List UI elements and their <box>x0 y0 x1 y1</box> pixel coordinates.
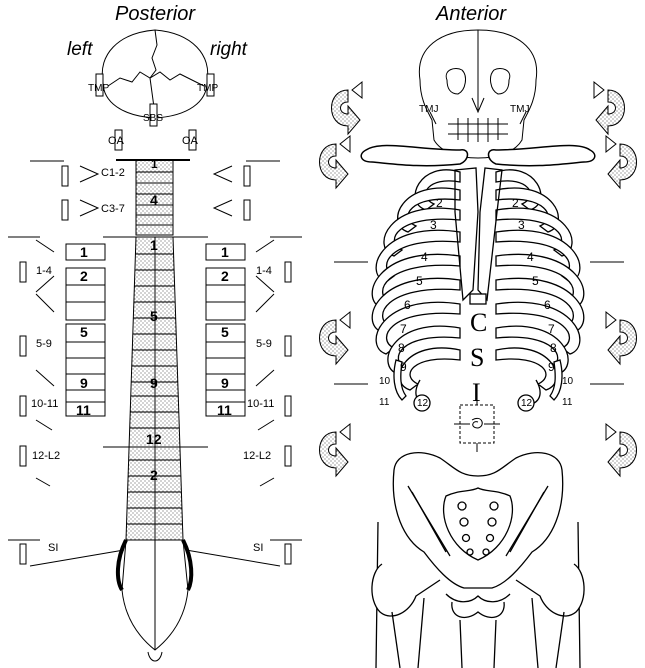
left-si-label: SI <box>48 543 58 554</box>
right-5-9-label: 5-9 <box>256 339 272 350</box>
right-side-label: right <box>210 40 247 59</box>
right-rib-1: 1 <box>221 245 229 259</box>
left-rib-number-6: 6 <box>404 299 411 311</box>
rotation-arrow-icon <box>320 312 351 364</box>
right-10-11-label: 10-11 <box>247 399 274 410</box>
csi-s: S <box>470 345 484 371</box>
right-rib-2: 2 <box>221 269 229 283</box>
right-rib-5: 5 <box>221 325 229 339</box>
rotation-arrow-icon <box>320 424 351 476</box>
right-float-12: 12 <box>521 399 532 409</box>
left-12-l2-label: 12-L2 <box>32 451 60 462</box>
tmj-left-label: TMJ <box>419 105 438 115</box>
csi-i: I <box>472 380 481 406</box>
oa-left-label: OA <box>108 136 124 147</box>
t5-number: 5 <box>150 309 158 323</box>
l2-number: 2 <box>150 468 158 482</box>
tmp-left-label: TMP <box>88 84 109 94</box>
rotation-arrow-icon <box>606 312 637 364</box>
posterior-title: Posterior <box>115 4 195 24</box>
left-rib-9: 9 <box>80 376 88 390</box>
left-1-4-label: 1-4 <box>36 266 52 277</box>
right-rib-number-4: 4 <box>527 251 534 263</box>
left-rib-1: 1 <box>80 245 88 259</box>
left-rib <box>400 348 460 390</box>
left-rib-2: 2 <box>80 269 88 283</box>
left-float-12: 12 <box>417 399 428 409</box>
rotation-arrow-icon <box>594 82 625 134</box>
sbs-label: SBS <box>143 114 163 124</box>
posterior-sacrum <box>30 540 280 661</box>
right-rib-number-3: 3 <box>518 219 525 231</box>
oa-right-label: OA <box>182 136 198 147</box>
left-rib-number-8: 8 <box>398 342 405 354</box>
right-1-4-label: 1-4 <box>256 266 272 277</box>
c1-2-label: C1-2 <box>101 168 125 179</box>
left-side-label: left <box>67 40 92 59</box>
t12-number: 12 <box>146 432 162 446</box>
rib-cage <box>372 168 584 411</box>
rotation-arrow-icon <box>606 136 637 188</box>
rotation-arrow-icon <box>320 136 351 188</box>
right-12-l2-label: 12-L2 <box>243 451 271 462</box>
clavicles <box>361 146 595 166</box>
left-rib-number-2: 2 <box>436 197 443 209</box>
c1-number: 1 <box>151 158 158 170</box>
right-rib-11: 11 <box>217 403 232 417</box>
csi-c: C <box>470 310 487 336</box>
anterior-skull <box>419 30 536 158</box>
right-float-11: 11 <box>562 398 572 408</box>
right-rib-number-2: 2 <box>512 197 519 209</box>
left-rib-number-4: 4 <box>421 251 428 263</box>
rotation-arrow-icon <box>606 424 637 476</box>
left-5-9-label: 5-9 <box>36 339 52 350</box>
left-float-11: 11 <box>379 398 389 408</box>
left-rib-number-7: 7 <box>400 323 407 335</box>
left-rib-number-9: 9 <box>400 361 407 373</box>
right-rib-number-7: 7 <box>548 323 555 335</box>
left-float-10: 10 <box>379 377 390 387</box>
right-rib-number-8: 8 <box>550 342 557 354</box>
left-rib-number-3: 3 <box>430 219 437 231</box>
tmp-right-label: TMP <box>197 84 218 94</box>
anterior-pelvis <box>372 453 584 668</box>
right-float-10: 10 <box>562 377 573 387</box>
tmj-right-label: TMJ <box>510 105 529 115</box>
anterior-title: Anterior <box>436 4 506 24</box>
left-rib-11: 11 <box>76 403 91 417</box>
c3-7-label: C3-7 <box>101 204 125 215</box>
t9-number: 9 <box>150 376 158 390</box>
left-rib-number-5: 5 <box>416 275 423 287</box>
t1-number: 1 <box>150 238 158 252</box>
right-rib-number-9: 9 <box>548 361 555 373</box>
right-si-label: SI <box>253 543 263 554</box>
rotation-arrow-icon <box>332 82 363 134</box>
left-rib-5: 5 <box>80 325 88 339</box>
right-rib-number-5: 5 <box>532 275 539 287</box>
c4-number: 4 <box>150 193 158 207</box>
left-10-11-label: 10-11 <box>31 399 58 410</box>
right-rib-9: 9 <box>221 376 229 390</box>
right-rib-number-6: 6 <box>544 299 551 311</box>
